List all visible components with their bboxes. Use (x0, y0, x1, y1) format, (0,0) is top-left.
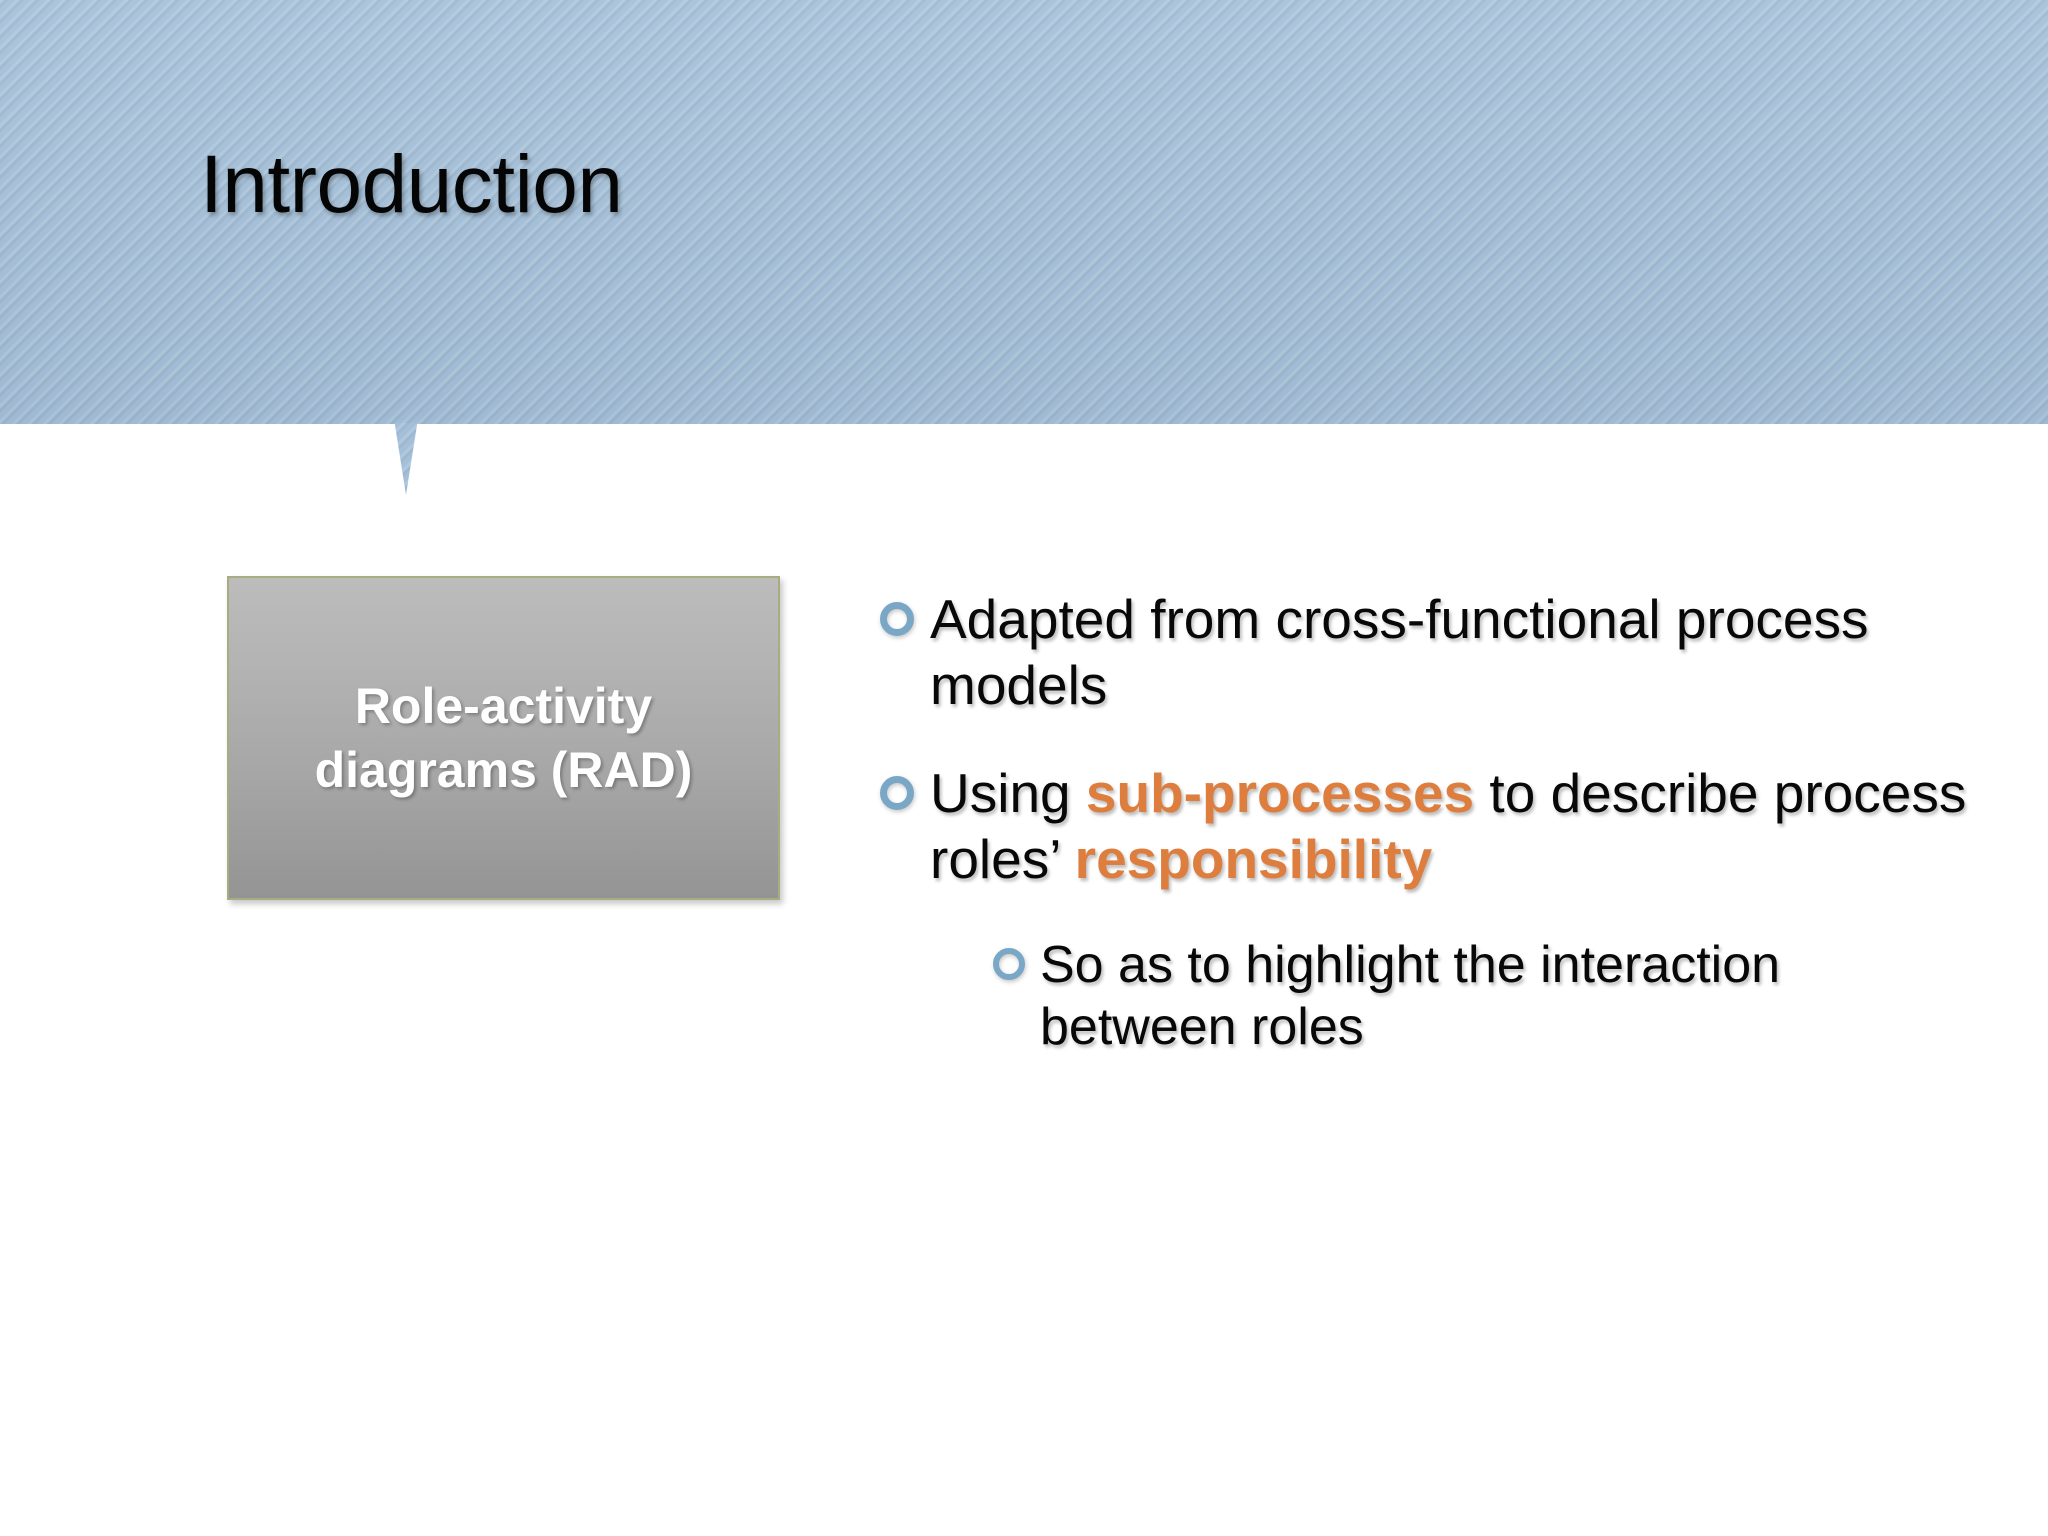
hollow-circle-icon (880, 602, 914, 636)
bullet-item-label: Using sub-processes to describe process … (930, 760, 1990, 892)
callout-box-label: Role-activity diagrams (RAD) (314, 678, 693, 798)
bullet-highlight-term: responsibility (1074, 828, 1433, 890)
callout-box-role-activity-diagrams: Role-activity diagrams (RAD) (227, 576, 780, 900)
page-title: Introduction (200, 139, 623, 230)
bullet-text-run: Using (930, 762, 1086, 824)
header-notch-triangle-icon (328, 423, 484, 495)
bullet-item-label: So as to highlight the interaction betwe… (1040, 934, 1990, 1059)
bullet-text-run: Adapted from cross-functional process mo… (930, 588, 1869, 716)
hollow-circle-icon (993, 948, 1025, 980)
bullet-text-run: to describe process roles’ (930, 762, 1967, 890)
header-banner (0, 0, 2048, 424)
bullet-item: Adapted from cross-functional process mo… (880, 586, 1990, 718)
bullet-item: Using sub-processes to describe process … (880, 760, 1990, 892)
bullet-text-run: So as to highlight the interaction betwe… (1040, 936, 1781, 1057)
notch-fill (328, 423, 484, 495)
bullet-list: Adapted from cross-functional process mo… (880, 586, 1990, 1101)
bullet-item-label: Adapted from cross-functional process mo… (930, 586, 1990, 718)
hollow-circle-icon (880, 776, 914, 810)
bullet-item: So as to highlight the interaction betwe… (880, 934, 1990, 1059)
bullet-highlight-term: sub-processes (1085, 762, 1475, 824)
